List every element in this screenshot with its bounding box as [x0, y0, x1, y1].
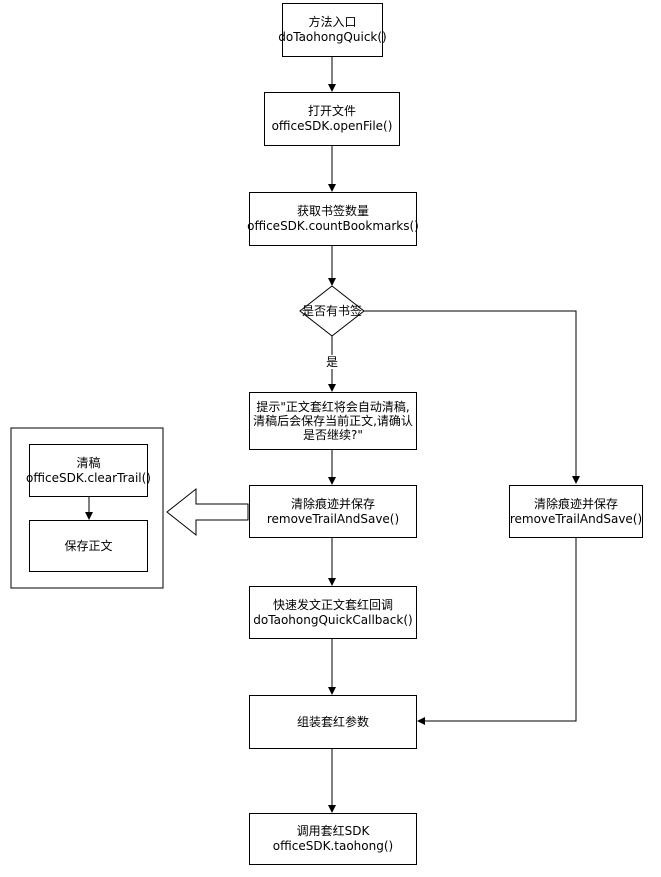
arrow-decision-to-right-branch [364, 310, 580, 484]
prompt-text: 提示"正文套红将会自动清稿,清稿后会保存当前正文,请确认是否继续?" [253, 400, 413, 442]
save-body-title: 保存正文 [64, 538, 113, 553]
count-bookmarks-node: 获取书签数量 officeSDK.countBookmarks() [247, 192, 419, 246]
remove-trail-right-method: removeTrailAndSave() [509, 511, 643, 526]
callback-title: 快速发文正文套红回调 [272, 597, 393, 612]
clear-trail-method: officeSDK.clearTrail() [26, 470, 151, 485]
count-bookmarks-title: 获取书签数量 [296, 204, 369, 218]
open-file-title: 打开文件 [307, 104, 356, 118]
clear-trail-node: 清稿 officeSDK.clearTrail() [26, 444, 151, 497]
entry-node: 方法入口 doTaohongQuick() [278, 3, 387, 57]
remove-trail-left-node: 清除痕迹并保存 removeTrailAndSave() [249, 485, 417, 538]
save-body-node: 保存正文 [29, 520, 148, 572]
arrow-right-branch-to-assemble [417, 538, 577, 725]
entry-title: 方法入口 [308, 15, 357, 29]
open-file-method: officeSDK.openFile() [271, 119, 393, 133]
remove-trail-left-method: removeTrailAndSave() [266, 511, 400, 526]
prompt-node: 提示"正文套红将会自动清稿,清稿后会保存当前正文,请确认是否继续?" [249, 392, 417, 450]
call-sdk-method: officeSDK.taohong() [272, 839, 394, 853]
remove-trail-right-title: 清除痕迹并保存 [533, 496, 618, 511]
decision-label: 是否有书签 [301, 304, 362, 318]
entry-method: doTaohongQuick() [278, 30, 387, 44]
clear-trail-title: 清稿 [76, 455, 101, 470]
remove-trail-right-node: 清除痕迹并保存 removeTrailAndSave() [509, 485, 643, 538]
assemble-params-title: 组装套红参数 [296, 714, 369, 729]
call-sdk-node: 调用套红SDK officeSDK.taohong() [249, 813, 417, 865]
callback-method: doTaohongQuickCallback() [253, 612, 413, 627]
assemble-params-node: 组装套红参数 [249, 695, 417, 749]
count-bookmarks-method: officeSDK.countBookmarks() [247, 219, 419, 233]
remove-trail-left-title: 清除痕迹并保存 [290, 496, 375, 511]
open-file-node: 打开文件 officeSDK.openFile() [264, 92, 400, 146]
expand-hollow-arrow [166, 487, 249, 537]
callback-node: 快速发文正文套红回调 doTaohongQuickCallback() [249, 586, 417, 639]
call-sdk-title: 调用套红SDK [296, 824, 370, 838]
decision-yes-label: 是 [326, 355, 339, 369]
